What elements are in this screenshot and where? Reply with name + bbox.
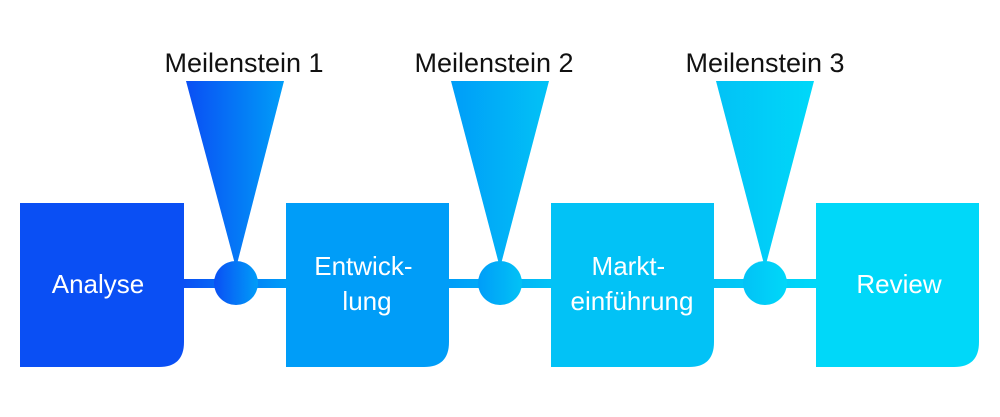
milestone-label-3: Meilenstein 3 (685, 48, 844, 78)
milestone-label-1: Meilenstein 1 (164, 48, 323, 78)
phase-box-analyse: Analyse (20, 203, 184, 367)
phase-box-shape (816, 203, 979, 367)
phase-box-shape (551, 203, 714, 367)
milestone-pointer-1 (186, 81, 284, 268)
phase-box-shape (20, 203, 184, 367)
phase-box-markteinfuehrung: Markt- einführung (551, 203, 714, 367)
milestone-marker-2: Meilenstein 2 (414, 48, 574, 305)
milestone-marker-3: Meilenstein 3 (685, 48, 845, 305)
phase-label-review: Review (856, 269, 941, 299)
phase-label-analyse: Analyse (52, 269, 145, 299)
phase-box-review: Review (816, 203, 979, 367)
milestone-dot-2 (478, 261, 522, 305)
phase-label-entwicklung: Entwick- lung (314, 251, 419, 316)
phase-box-entwicklung: Entwick- lung (286, 203, 449, 367)
milestone-marker-1: Meilenstein 1 (164, 48, 324, 305)
milestone-label-2: Meilenstein 2 (414, 48, 573, 78)
milestone-dot-3 (743, 261, 787, 305)
milestone-pointer-2 (451, 81, 549, 268)
milestone-dot-1 (214, 261, 258, 305)
milestone-pointer-3 (716, 81, 814, 268)
phase-box-shape (286, 203, 449, 367)
phase-label-markteinfuehrung: Markt- einführung (571, 251, 694, 316)
